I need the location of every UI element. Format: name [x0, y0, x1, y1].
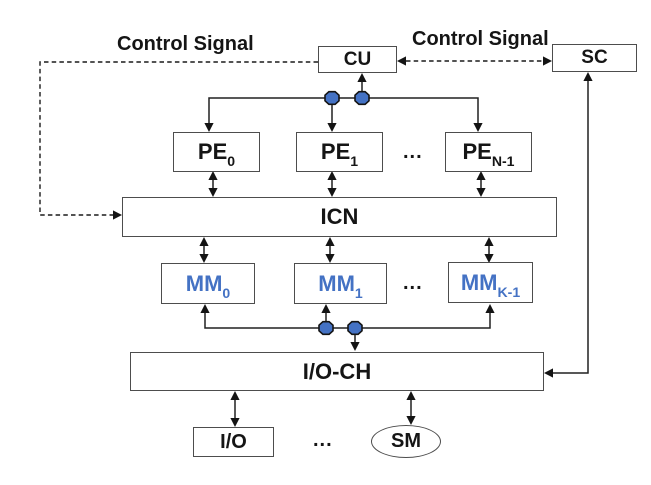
node-mmk1-sub: K-1 [497, 283, 521, 300]
dashed-cu-to-icn-line [39, 61, 318, 216]
mm-row-ellipsis: ... [403, 272, 423, 294]
node-pen1-label: PEN-1 [462, 139, 514, 168]
control-signal-label-left: Control Signal [117, 33, 254, 55]
node-ioch: I/O-CH [130, 352, 544, 391]
node-sc: SC [552, 44, 637, 72]
node-mmk1: MMK-1 [448, 262, 533, 303]
node-mm1-sub: 1 [354, 284, 363, 301]
node-cu-label: CU [343, 48, 372, 70]
node-ioch-label: I/O-CH [302, 358, 372, 384]
node-sm: SM [371, 425, 441, 458]
node-icn: ICN [122, 197, 557, 237]
node-pe0-sub: 0 [227, 153, 236, 170]
node-icn-label: ICN [320, 204, 359, 229]
node-sm-label: SM [391, 430, 421, 452]
node-mm1: MM1 [294, 263, 387, 304]
io-row-ellipsis: ... [313, 429, 333, 451]
node-mm0-sub: 0 [222, 284, 231, 301]
pe-row-ellipsis: ... [403, 141, 423, 163]
node-pen1-base: PE [462, 139, 492, 164]
node-io: I/O [193, 427, 274, 457]
node-pe1: PE1 [296, 132, 383, 172]
node-sc-label: SC [581, 47, 608, 68]
node-mm1-label: MM1 [318, 270, 363, 300]
cu-pe-bus [208, 97, 479, 124]
node-pe0: PE0 [173, 132, 260, 172]
arrowheads [113, 56, 593, 427]
node-pen1: PEN-1 [445, 132, 532, 172]
node-mm0-base: MM [185, 270, 223, 296]
node-mmk1-base: MM [460, 269, 498, 295]
node-io-label: I/O [220, 430, 247, 453]
node-pen1-sub: N-1 [491, 153, 515, 170]
node-pe1-base: PE [320, 139, 351, 164]
bus-junction-dots [318, 90, 370, 336]
node-pe1-sub: 1 [350, 153, 359, 170]
node-pe0-base: PE [197, 139, 228, 164]
node-mm1-base: MM [318, 270, 355, 296]
node-mm0: MM0 [161, 263, 255, 304]
control-signal-label-right: Control Signal [412, 28, 549, 50]
node-pe0-label: PE0 [197, 139, 235, 168]
node-pe1-label: PE1 [320, 139, 358, 168]
node-mmk1-label: MMK-1 [460, 269, 520, 299]
sc-ioch-link [552, 80, 589, 374]
node-mm0-label: MM0 [185, 270, 231, 300]
node-cu: CU [318, 46, 397, 73]
